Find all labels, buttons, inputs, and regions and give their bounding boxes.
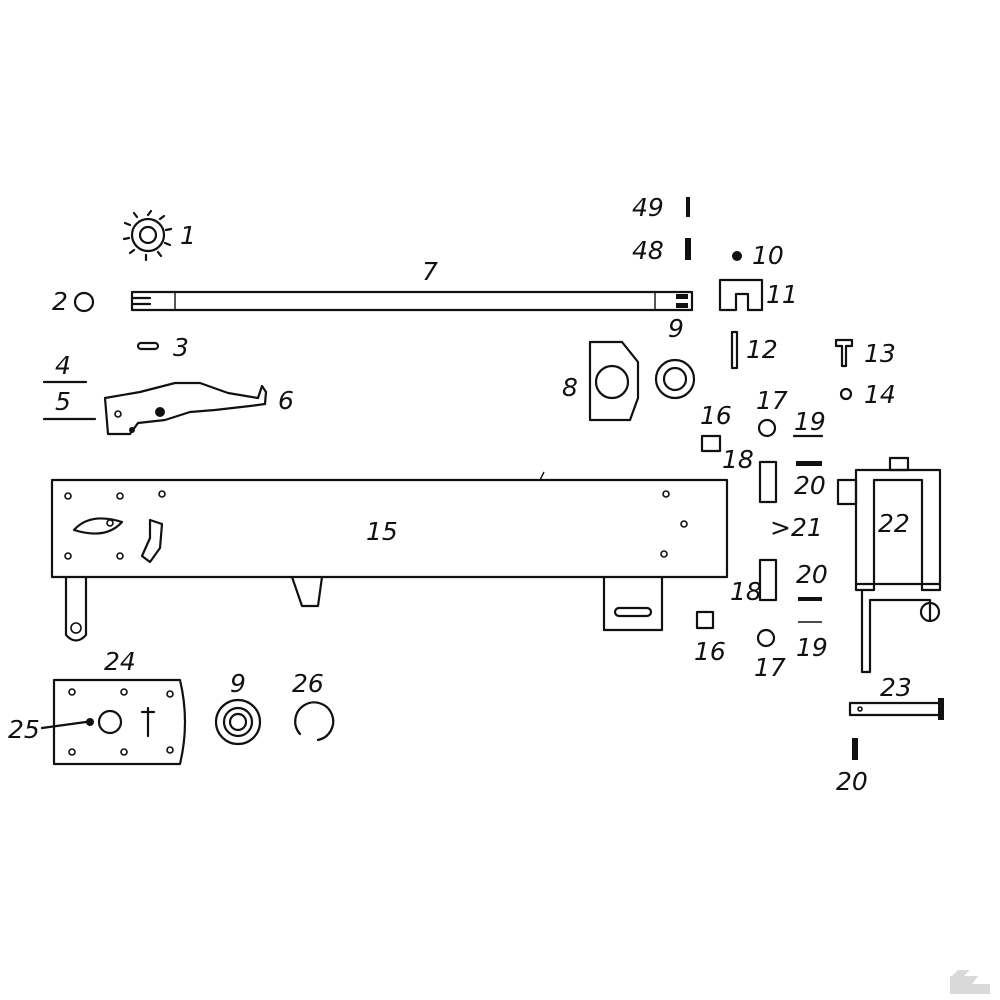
label-48: 48 (632, 236, 664, 265)
part-15-frame (50, 471, 729, 642)
label-1: 1 (180, 221, 196, 250)
part-25-grease-point (86, 718, 94, 726)
label-9-upper: 9 (668, 314, 684, 343)
part-48-pin (685, 238, 691, 260)
label-5: 5 (55, 387, 71, 416)
label-25: 25 (8, 715, 40, 744)
label-2: 2 (52, 287, 68, 316)
part-17-ball-lower (756, 628, 776, 648)
label-22: 22 (878, 509, 910, 538)
label-26: 26 (292, 669, 324, 698)
label-11: 11 (766, 280, 798, 309)
label-19-upper: 19 (794, 407, 826, 436)
label-17-upper: 17 (756, 386, 788, 415)
label-14: 14 (864, 380, 896, 409)
label-18-lower: 18 (730, 577, 762, 606)
part-23-pin (848, 698, 944, 720)
part-17-ball-upper (757, 418, 777, 438)
label-12: 12 (746, 335, 778, 364)
label-13: 13 (864, 339, 896, 368)
part-20-pin-bottom (852, 738, 858, 760)
part-18-spring-upper (758, 460, 778, 504)
label-18-upper: 18 (722, 445, 754, 474)
label-8: 8 (562, 373, 578, 402)
label-49: 49 (632, 193, 664, 222)
part-22-hitch-frame (836, 456, 942, 674)
part-20-washer-upper (796, 461, 822, 466)
part-8-bracket (588, 340, 640, 422)
label-20-bottom: 20 (836, 767, 868, 796)
label-16-upper: 16 (700, 401, 732, 430)
label-23: 23 (880, 673, 912, 702)
part-12-bolt (730, 330, 739, 370)
label-4: 4 (55, 351, 71, 380)
label-9-lower: 9 (230, 669, 246, 698)
part-26-circlip (294, 701, 335, 742)
label-24: 24 (104, 647, 136, 676)
part-7-shaft (130, 290, 694, 312)
part-20-washer-lower (798, 597, 822, 601)
part-11-clevis (718, 278, 764, 312)
label-16-lower: 16 (694, 637, 726, 666)
part-3-pin (136, 341, 160, 351)
label-3: 3 (173, 333, 189, 362)
label-17-lower: 17 (754, 653, 786, 682)
label-15: 15 (366, 517, 398, 546)
brand-logo-watermark (950, 970, 990, 994)
part-16-bushing-upper (700, 434, 722, 453)
part-18-spring-lower (758, 558, 778, 602)
label-10: 10 (752, 241, 784, 270)
part-9-bearing-lower (214, 698, 262, 746)
part-6-lever (103, 381, 268, 436)
label-7: 7 (422, 257, 438, 286)
label-20-upper: 20 (794, 471, 826, 500)
label-21: >21 (770, 513, 823, 542)
part-14-nut (839, 387, 853, 401)
part-24-plate (52, 678, 187, 766)
part-13-bolt (834, 338, 854, 368)
part-1-gear (122, 209, 173, 262)
leader-25 (40, 720, 88, 730)
part-49-pin (686, 197, 690, 217)
label-6: 6 (278, 386, 294, 415)
part-2-ring (73, 291, 95, 313)
label-19-lower: 19 (796, 633, 828, 662)
part-16-bushing-lower (695, 610, 715, 630)
part-10-ball (732, 251, 742, 261)
label-20-lower: 20 (796, 560, 828, 589)
part-9-bearing-upper (654, 358, 696, 400)
